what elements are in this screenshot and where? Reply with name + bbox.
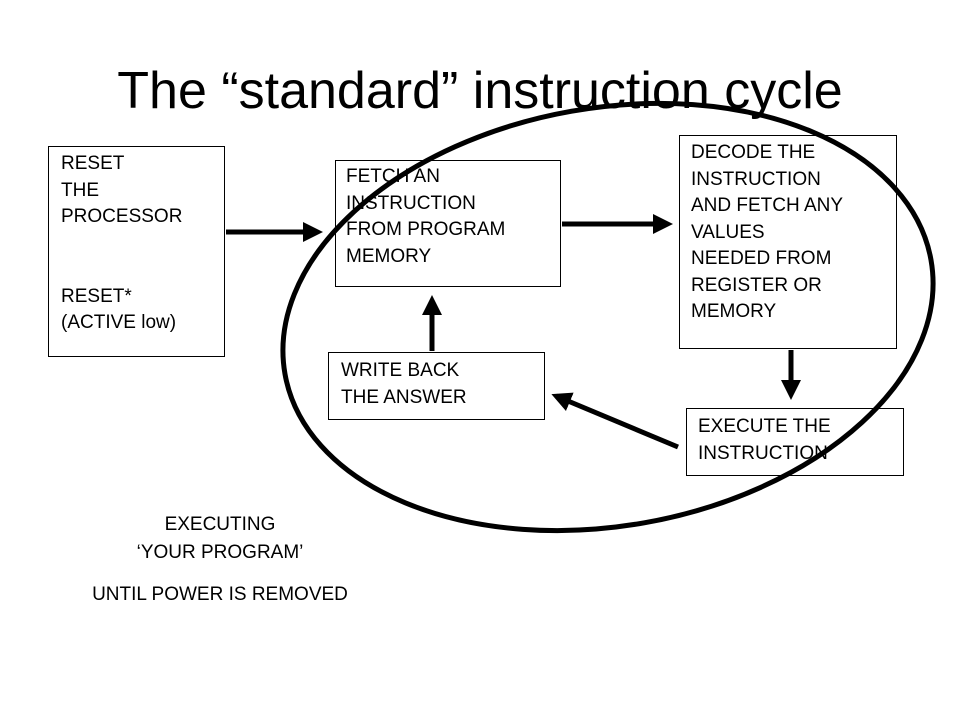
executing-caption: EXECUTING [164,514,276,535]
your-program-caption: ‘YOUR PROGRAM’ [136,542,304,563]
decode-instruction-box: DECODE THE INSTRUCTION AND FETCH ANY VAL… [679,135,897,349]
fetch-box-line: INSTRUCTION [346,192,476,214]
write-box-line: THE ANSWER [341,386,467,408]
fetch-instruction-box: FETCH AN INSTRUCTION FROM PROGRAM MEMORY [335,160,561,287]
instruction-cycle-loop [280,100,936,534]
decode-box-line: REGISTER OR [691,274,822,296]
fetch-box-line: MEMORY [346,245,432,267]
write-box-line: WRITE BACK [341,360,460,381]
slide-title: The “standard” instruction cycle [117,62,843,120]
decode-box-line: DECODE THE [691,142,816,163]
fetch-box-line: FROM PROGRAM [346,219,506,240]
decode-box-line: MEMORY [691,301,777,322]
reset-signal-line: RESET* [61,285,132,307]
decode-box-line: NEEDED FROM [691,248,832,269]
decode-box-line: VALUES [691,221,765,243]
write-back-box: WRITE BACK THE ANSWER [328,352,545,420]
reset-box-line: PROCESSOR [61,206,183,227]
reset-box-line: RESET [61,153,125,174]
execute-box-line: INSTRUCTION [698,442,828,464]
arrow-execute-to-write [551,392,679,450]
until-power-removed-caption: UNTIL POWER IS REMOVED [92,584,348,605]
decode-box-line: INSTRUCTION [691,168,821,190]
reset-processor-box: RESET THE PROCESSOR RESET* (ACTIVE low) [48,146,225,357]
execute-box-line: EXECUTE THE [698,416,831,437]
decode-box-line: AND FETCH ANY [691,195,844,216]
reset-signal-line: (ACTIVE low) [61,312,177,333]
fetch-box-line: FETCH AN [346,166,440,187]
reset-box-line: THE [61,179,99,201]
